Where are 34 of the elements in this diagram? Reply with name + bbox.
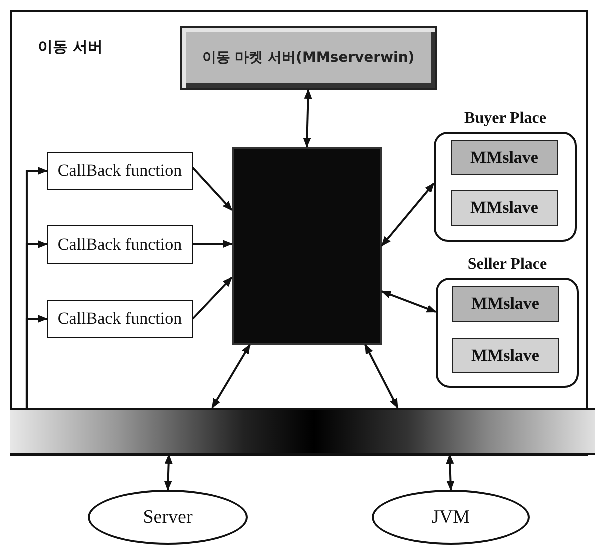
arrow: [192, 167, 233, 212]
arrow: [303, 89, 312, 148]
callback-label: CallBack function: [58, 309, 182, 329]
callback-label: CallBack function: [58, 161, 182, 181]
arrow: [364, 344, 399, 409]
platform-label: JVM: [432, 506, 470, 528]
callback-box: [47, 225, 193, 264]
slave-box: [452, 338, 559, 373]
callback-label: CallBack function: [58, 234, 182, 254]
arrow: [164, 454, 173, 491]
arrow: [192, 240, 233, 248]
place-title: Seller Place: [466, 256, 548, 274]
slave-label: MMslave: [470, 148, 538, 168]
slave-label: MMslave: [470, 198, 538, 218]
slave-label: MMslave: [472, 346, 540, 366]
arrow: [446, 454, 455, 491]
server-label: 이동 마켓 서버(MMserverwin): [202, 49, 415, 67]
arrow: [192, 276, 233, 320]
place-title: Buyer Place: [464, 110, 548, 128]
bus-bar: [10, 408, 595, 455]
arrow: [212, 344, 251, 409]
slave-box: [451, 140, 558, 175]
arrow: [26, 315, 48, 408]
frame-title: 이동 서버: [38, 38, 104, 57]
arrow: [381, 290, 437, 314]
server-box: [180, 26, 437, 90]
callback-box: [47, 152, 193, 190]
slave-box: [451, 190, 558, 226]
core-block: [232, 147, 382, 345]
slave-label: MMslave: [472, 294, 540, 314]
slave-box: [452, 286, 559, 322]
callback-box: [47, 300, 193, 338]
platform-label: Server: [143, 506, 193, 528]
arrow: [381, 182, 435, 247]
